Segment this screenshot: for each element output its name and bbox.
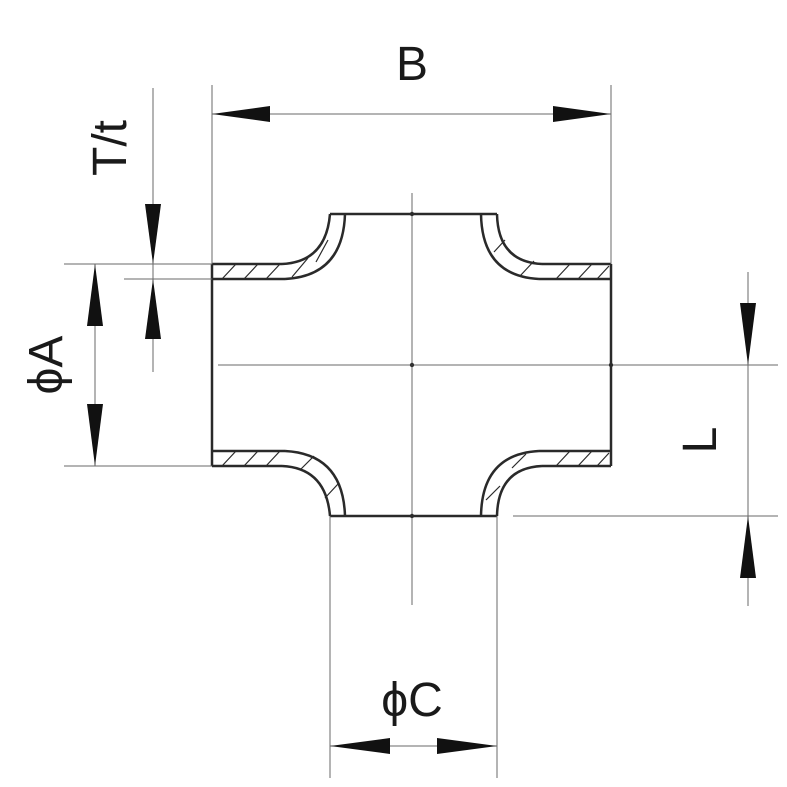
dimension-phi-c: ϕC [330,674,497,754]
center-lines [218,193,778,605]
dim-b-right-arrow [553,106,611,122]
dim-t-label: T/t [84,120,137,176]
dim-t-top-arrow [145,204,161,264]
dimension-t: T/t [84,88,161,372]
dim-b-left-arrow [212,106,270,122]
dim-a-label: ϕA [20,336,73,395]
wall-hatching [221,239,610,501]
dim-b-label: B [396,38,428,91]
dim-l-bottom-arrow [740,516,756,578]
dim-c-right-arrow [437,738,497,754]
dim-l-label: L [674,427,727,454]
dimension-phi-a: ϕA [20,264,103,466]
dim-l-top-arrow [740,303,756,365]
dimension-b: B [212,38,611,122]
dim-c-left-arrow [330,738,390,754]
dim-t-bottom-arrow [145,279,161,339]
dim-a-top-arrow [87,264,103,326]
dim-c-label: ϕC [381,674,443,727]
dimension-l: L [674,272,756,606]
cross-body-outline [210,212,613,518]
dim-a-bottom-arrow [87,404,103,466]
extension-lines [64,85,778,778]
